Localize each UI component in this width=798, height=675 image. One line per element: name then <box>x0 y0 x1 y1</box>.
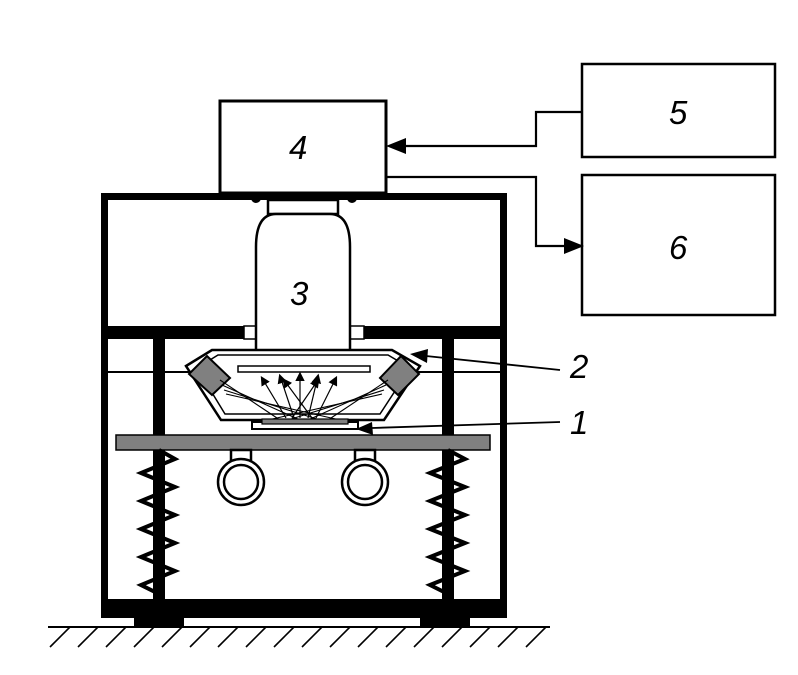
leader-arrow-illuminator <box>410 349 428 363</box>
reflected-rays <box>260 371 338 419</box>
light-source-left <box>187 354 232 397</box>
ground <box>48 626 550 648</box>
controller-label: 5 <box>669 94 688 131</box>
hanging-ring-right <box>340 448 390 507</box>
objective-adapter <box>266 198 340 216</box>
specimen-label: 1 <box>570 404 588 441</box>
link-camera-to-computer <box>386 175 566 248</box>
computer-box <box>580 173 777 317</box>
objective-label: 3 <box>290 275 309 312</box>
camera-mount-dot-left <box>251 193 261 203</box>
camera-label: 4 <box>289 129 307 166</box>
stage-plate <box>115 434 491 451</box>
link-controller-arrowhead <box>386 138 406 154</box>
link-controller-to-camera <box>404 110 582 148</box>
light-source-right <box>378 354 421 397</box>
light-rays <box>219 379 389 421</box>
objective-lens-window <box>237 365 371 373</box>
computer-label: 6 <box>669 229 688 266</box>
specimen <box>261 418 349 425</box>
spring-left <box>135 448 181 600</box>
illuminator-label: 2 <box>569 348 588 385</box>
objective-body <box>254 212 352 368</box>
hanging-ring-left <box>216 448 266 507</box>
link-computer-arrowhead <box>564 238 584 254</box>
outer-frame <box>101 193 507 618</box>
camera-mount-dot-right <box>347 193 357 203</box>
camera-box <box>218 99 388 195</box>
foot-left <box>134 616 184 627</box>
leader-line-illuminator <box>425 355 561 371</box>
controller-box <box>580 62 777 159</box>
leader-line-specimen <box>371 421 561 429</box>
objective-shim-right <box>349 325 365 340</box>
foot-right <box>420 616 470 627</box>
spring-right <box>424 448 471 600</box>
leader-arrow-specimen <box>356 422 373 435</box>
